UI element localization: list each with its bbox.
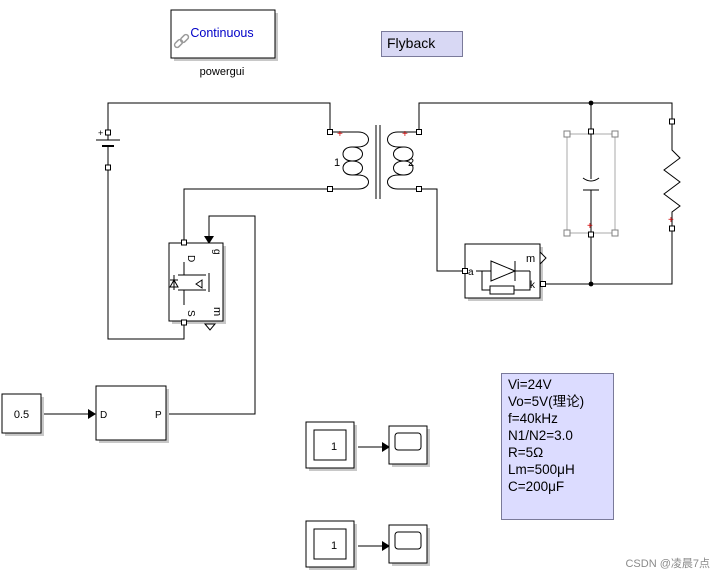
pwm-generator-block[interactable]: D P xyxy=(95,385,169,443)
port-square xyxy=(105,164,111,171)
parameter-line: f=40kHz xyxy=(508,411,558,426)
arrow-to-scope1 xyxy=(382,442,390,452)
diode-port-a: a xyxy=(468,267,474,278)
selection-handle xyxy=(611,229,619,237)
diode-block[interactable]: a k m xyxy=(462,243,547,301)
diode-port-k: k xyxy=(530,280,536,291)
diode-symbol xyxy=(490,260,517,282)
dc-voltage-source[interactable]: + xyxy=(96,128,120,171)
load-resistor[interactable]: + xyxy=(663,118,681,232)
port-square xyxy=(416,129,422,135)
junction-dot xyxy=(588,281,594,287)
powergui-block[interactable]: Continuous powergui xyxy=(170,9,278,78)
body-diode xyxy=(169,278,179,288)
selection-handle xyxy=(563,130,571,138)
mosfet-block[interactable]: D S g m xyxy=(168,239,226,331)
scope-screen-icon xyxy=(394,432,422,451)
mosfet-port-m: m xyxy=(211,307,223,316)
polarity-mark: + xyxy=(668,215,674,226)
linear-transformer[interactable]: 1 2 + + xyxy=(327,125,422,199)
channel-diode xyxy=(195,279,203,289)
pwm-port-p: P xyxy=(155,410,162,421)
port-square xyxy=(669,225,675,232)
wire-battery-to-primary xyxy=(107,102,331,132)
powergui-body xyxy=(170,9,276,59)
winding-1-label: 1 xyxy=(334,157,340,169)
output-port-arrow xyxy=(539,250,547,266)
wire-secondary-top-rail xyxy=(418,102,673,132)
link-icon xyxy=(173,33,190,49)
constant-body xyxy=(1,393,42,434)
output-capacitor[interactable]: + xyxy=(563,128,619,238)
snubber-path xyxy=(514,271,531,291)
measurement-group-1[interactable]: 1 xyxy=(305,421,430,471)
port-square xyxy=(181,319,187,326)
pwm-body xyxy=(95,385,167,441)
selection-handle xyxy=(611,130,619,138)
mosfet-port-d: D xyxy=(185,255,196,262)
wire-battery-to-mosfet-source xyxy=(107,168,185,340)
arrow-to-gate xyxy=(204,236,214,244)
wires xyxy=(43,102,673,547)
port-square xyxy=(588,128,594,135)
battery-plus-sign: + xyxy=(98,128,103,138)
model-title-annotation[interactable]: Flyback xyxy=(381,31,463,57)
junction-dot xyxy=(588,100,594,106)
wire-secondary-to-diode xyxy=(419,188,466,272)
constant-value: 1 xyxy=(331,441,337,453)
mosfet-body xyxy=(168,242,224,322)
mosfet-port-s: S xyxy=(185,310,196,317)
primary-coil xyxy=(332,131,369,190)
port-square xyxy=(540,281,546,287)
wire-diode-to-bottom-rail xyxy=(544,229,673,285)
port-square xyxy=(327,186,333,192)
parameter-line: R=5Ω xyxy=(508,445,544,460)
parameter-line: Vi=24V xyxy=(508,377,552,392)
capacitor-curved-plate xyxy=(582,177,600,182)
polarity-mark-primary: + xyxy=(337,129,343,140)
parameter-line: Lm=500μH xyxy=(508,462,575,477)
arrowheads xyxy=(88,236,390,551)
parameter-line: N1/N2=3.0 xyxy=(508,428,573,443)
wire-primary-to-mosfet-drain xyxy=(183,188,330,242)
output-port-arrow xyxy=(203,323,217,331)
snubber-path xyxy=(481,271,490,291)
resistor-zigzag xyxy=(663,124,681,226)
powergui-mode: Continuous xyxy=(190,26,253,40)
port-square xyxy=(669,118,675,125)
diode-port-m: m xyxy=(526,253,535,265)
arrow-to-scope2 xyxy=(382,541,390,551)
mosfet-port-g: g xyxy=(211,249,222,255)
wire-pwm-to-gate xyxy=(168,215,256,415)
constant-value: 1 xyxy=(331,540,337,552)
constant-inner xyxy=(313,528,347,560)
secondary-coil xyxy=(387,131,416,190)
polarity-mark-secondary: + xyxy=(402,129,408,140)
port-square xyxy=(588,231,594,238)
constant-value: 0.5 xyxy=(14,409,29,421)
scope-screen-icon xyxy=(394,531,422,550)
port-square xyxy=(327,129,333,135)
powergui-name: powergui xyxy=(200,66,245,78)
selection-handle xyxy=(563,229,571,237)
constant-inner xyxy=(313,429,347,461)
port-square xyxy=(462,268,468,274)
polarity-mark: + xyxy=(587,221,593,232)
port-square xyxy=(181,239,187,246)
port-square xyxy=(105,129,111,136)
parameter-line: C=200μF xyxy=(508,479,565,494)
arrow-to-pwm xyxy=(88,409,96,419)
measurement-group-2[interactable]: 1 xyxy=(305,520,430,570)
pwm-port-d: D xyxy=(100,410,107,421)
winding-2-label: 2 xyxy=(408,157,414,169)
watermark: CSDN @凌晨7点 xyxy=(625,558,710,570)
parameter-line: Vo=5V(理论) xyxy=(508,394,585,409)
duty-constant-block[interactable]: 0.5 xyxy=(1,393,44,436)
port-square xyxy=(416,186,422,192)
